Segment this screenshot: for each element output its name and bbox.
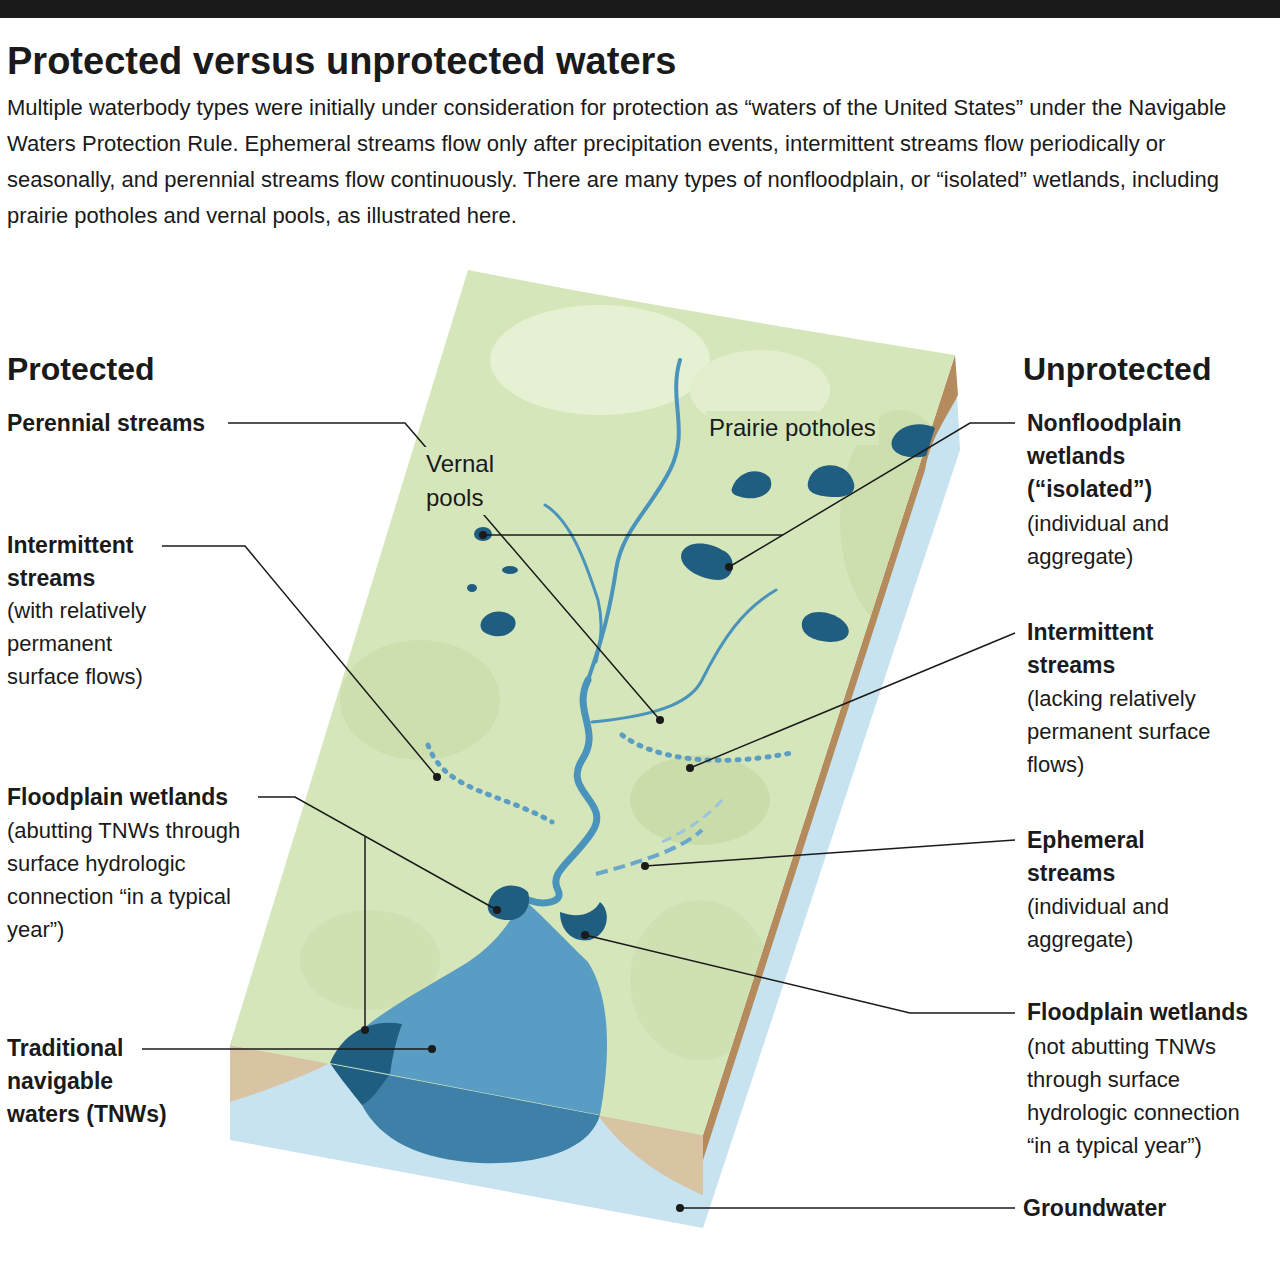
vernal-pool [467,584,477,592]
leader-dot [641,862,649,870]
leader-dot [656,716,664,724]
floodplain-wetland [488,886,529,921]
water-type-label: Groundwater [1023,1192,1166,1225]
leader-dot [479,531,487,539]
floodplain-wetland [560,902,607,940]
leader-dot [493,906,501,914]
traditional-navigable-water [330,898,607,1115]
leader-dot [686,764,694,772]
water-type-note: (individual and aggregate) [1027,507,1227,573]
perennial-stream [592,590,776,722]
leader-line [142,1048,432,1050]
leader-lines [142,423,1015,1208]
column-heading: Unprotected [1023,349,1211,389]
shade-patch [630,900,770,1060]
water-type-label: Traditional navigable waters (TNWs) [7,1032,185,1131]
leader-line [645,840,1015,866]
feature-label: Prairie potholes [706,411,879,445]
waters [330,360,935,1115]
leader-line [680,1207,1015,1209]
water-type-note: (not abutting TNWs through surface hydro… [1027,1030,1267,1162]
diagram-title: Protected versus unprotected waters [7,36,676,86]
prairie-pothole [681,544,733,581]
intermittent-stream [428,745,552,822]
leader-dot [676,1204,684,1212]
leader-line [585,935,1015,1013]
shade-patch [340,640,500,760]
water-type-note: (lacking relatively permanent surface fl… [1027,682,1252,781]
leader-dot [581,931,589,939]
water-type-label: Floodplain wetlands [7,781,228,814]
top-bar [0,0,1280,18]
water-type-note: (with relatively permanent surface flows… [7,594,172,693]
leader-line [690,633,1015,768]
leader-line [162,546,437,777]
prairie-pothole [892,424,935,457]
leader-dot [433,773,441,781]
leader-line [483,534,783,536]
prairie-pothole [802,612,849,642]
prairie-pothole [808,465,855,497]
vernal-pool [481,611,516,636]
leader-line [258,797,497,910]
feature-label: Vernal pools [423,447,511,515]
water-type-label: Floodplain wetlands [1027,996,1248,1029]
water-type-note: (abutting TNWs through surface hydrologi… [7,814,262,946]
water-type-label: Perennial streams [7,407,205,440]
column-heading: Protected [7,349,155,389]
water-type-note: (individual and aggregate) [1027,890,1227,956]
prairie-pothole [732,471,772,498]
ephemeral-stream [596,830,702,874]
leader-dot [725,563,733,571]
ephemeral-stream [662,800,722,842]
land-surface [230,270,960,1135]
intermittent-stream [622,735,796,760]
leader-dot [361,1026,369,1034]
leader-line [228,423,660,720]
water-type-label: Nonfloodplain wetlands (“isolated”) [1027,407,1227,506]
perennial-stream [545,505,601,662]
vernal-pool [502,566,518,574]
land-shading [300,305,960,1060]
leader-dot [428,1045,436,1053]
leader-line [364,837,366,1030]
water-type-label: Intermittent streams [7,529,157,595]
leader-dots [361,531,733,1212]
diagram-caption: Multiple waterbody types were initially … [7,90,1269,234]
perennial-stream [528,680,597,903]
water-type-label: Intermittent streams [1027,616,1197,682]
water-type-label: Ephemeral streams [1027,824,1197,890]
vernal-pool [474,527,492,541]
